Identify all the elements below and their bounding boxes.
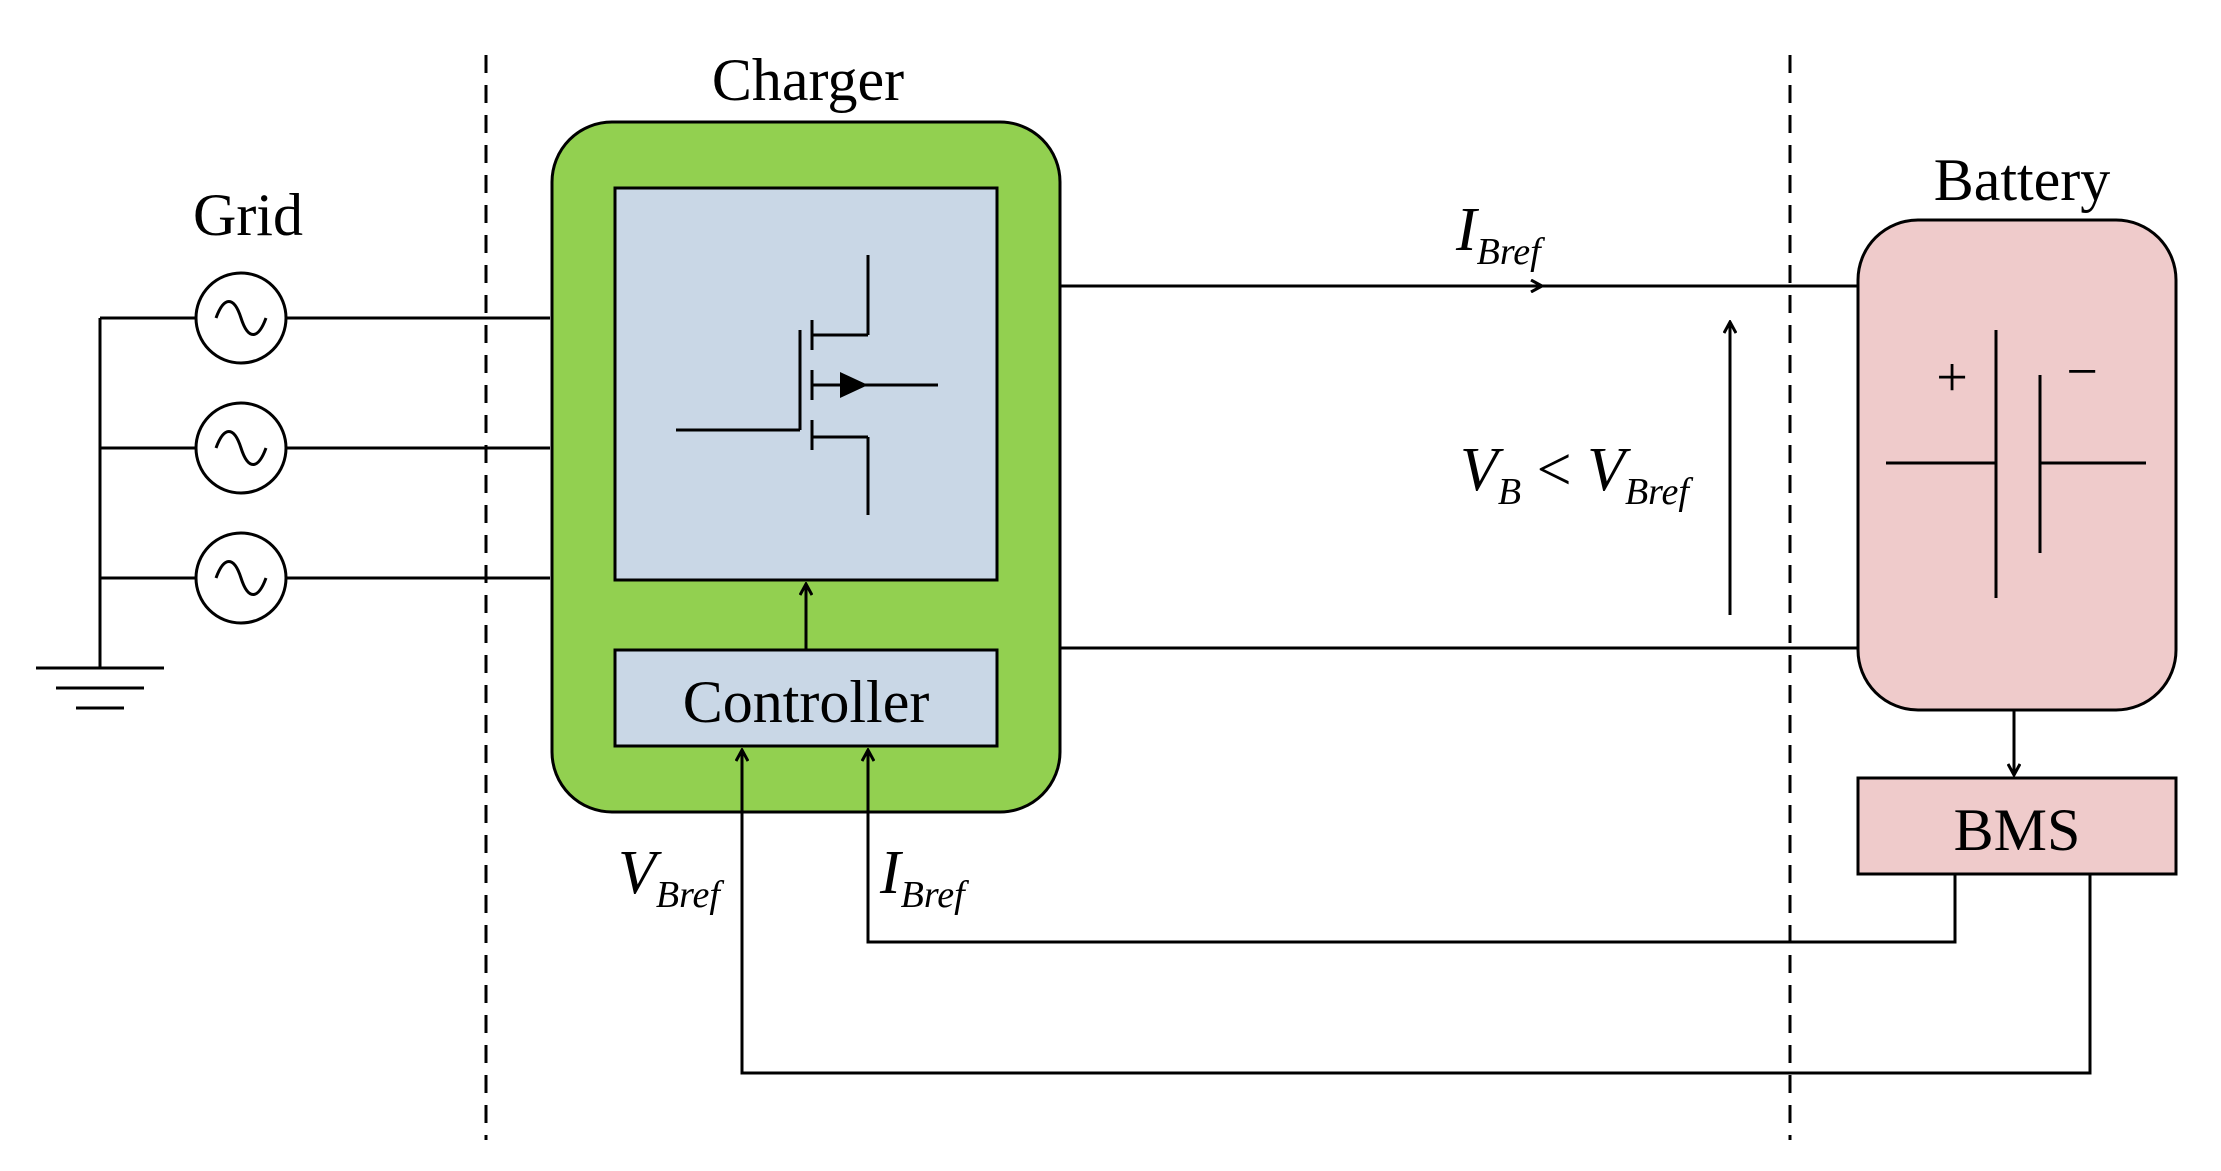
controller-box (613, 648, 999, 748)
controller-label: Controller (683, 669, 930, 735)
battery-minus-sign: − (2066, 341, 2098, 403)
v-bref-feedback-label: VBref (618, 839, 724, 916)
mosfet-icon (676, 255, 938, 515)
battery-box (1856, 218, 2178, 712)
bms-box (1856, 776, 2178, 876)
voltage-reference-feedback-line (742, 750, 2092, 1075)
i-bref-feedback-label: IBref (879, 839, 969, 916)
voltage-relation-label: VB < VBref (1460, 436, 1693, 513)
i-bref-top-label: IBref (1455, 196, 1545, 273)
charger-title: Charger (712, 47, 904, 113)
bms-label: BMS (1954, 797, 2081, 863)
ac-source-1-icon (194, 271, 288, 365)
battery-cell-icon (1886, 330, 2146, 598)
battery-plus-sign: + (1936, 347, 1968, 409)
ac-source-2-icon (194, 401, 288, 495)
current-reference-feedback-line (868, 750, 1957, 944)
grid-network (98, 316, 550, 668)
grid-title: Grid (193, 182, 303, 248)
battery-title: Battery (1934, 147, 2111, 213)
ground-icon (36, 666, 164, 710)
power-converter-box (613, 186, 999, 582)
ac-source-3-icon (194, 531, 288, 625)
